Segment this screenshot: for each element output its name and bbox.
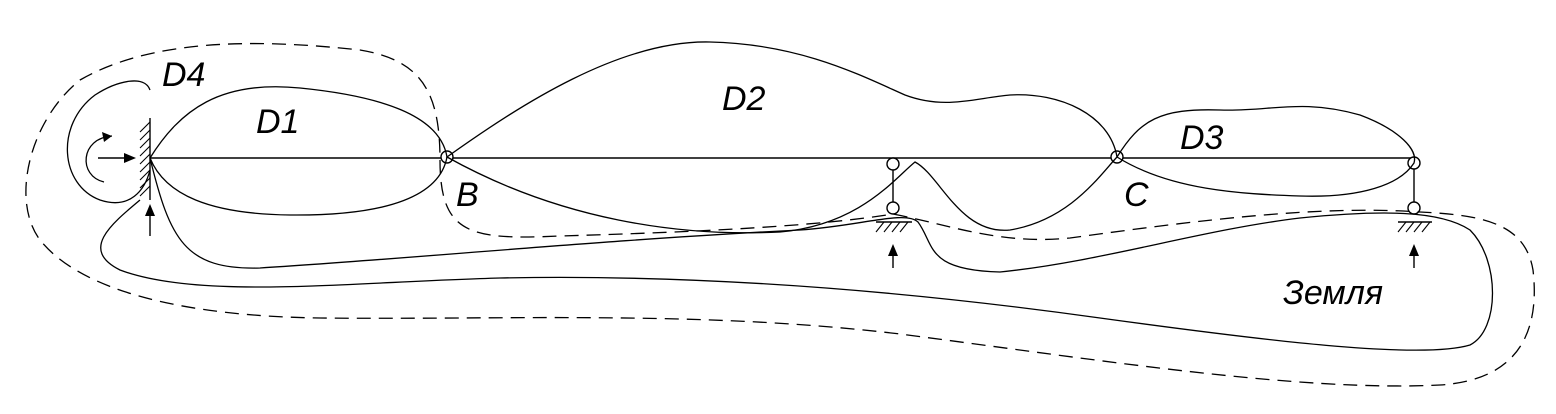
label-b: B (456, 176, 479, 214)
ground-contour (100, 157, 1494, 351)
label-d3: D3 (1180, 119, 1224, 157)
label-c: C (1124, 176, 1149, 214)
disk-d2-contour (445, 41, 1118, 234)
disk-d3-contour (1116, 105, 1416, 197)
vertical-reaction-arrow-left (145, 204, 155, 236)
fixed-support-loop (66, 80, 151, 204)
moment-reaction-arrow (85, 132, 113, 183)
pinned-support-middle (875, 157, 912, 268)
label-d4: D4 (162, 56, 205, 94)
disk-d4-contour (25, 42, 1535, 387)
label-ground: Земля (1283, 274, 1383, 312)
label-d1: D1 (256, 103, 299, 141)
fixed-support-left (139, 118, 151, 200)
label-d2: D2 (722, 80, 766, 118)
horizontal-reaction-arrow (98, 153, 136, 163)
